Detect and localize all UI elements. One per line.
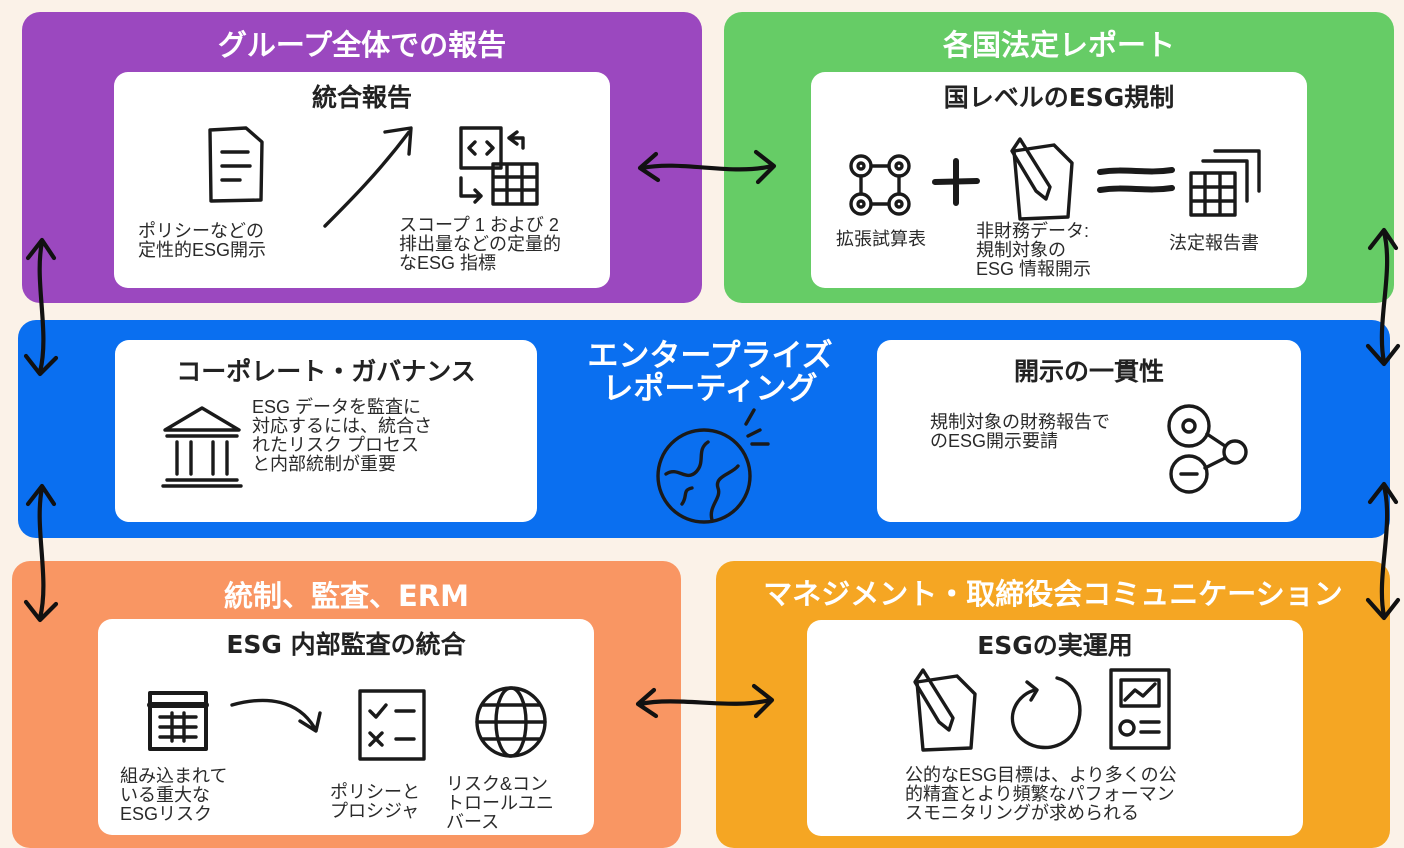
- statutory-report-label: 法定報告書: [1169, 233, 1259, 253]
- country-regulation-card: 国レベルのESG規制 拡張試算表 非財務データ: 規制対象の ESG 情報開示 …: [811, 72, 1307, 288]
- group-reporting-panel: グループ全体での報告 統合報告 ポリシーなどの 定性的ESG開示 スコープ 1 …: [22, 12, 702, 303]
- disclosure-consistency-title: 開示の一貫性: [1013, 357, 1164, 386]
- management-board-panel: マネジメント・取締役会コミュニケーション ESGの実運用 公的なESG目標は、よ…: [716, 561, 1390, 848]
- control-audit-panel: 統制、監査、ERM ESG 内部監査の統合 組み込まれて いる重大な ESGリス…: [12, 561, 681, 848]
- quantitative-label: スコープ 1 および 2 排出量などの定量的 なESG 指標: [399, 215, 561, 273]
- edit-document-icon: [1010, 137, 1074, 221]
- right-lower-vertical-arrow: [1365, 481, 1401, 621]
- checklist-icon: [358, 689, 426, 761]
- enterprise-reporting-title: エンタープライズ レポーティング: [587, 338, 833, 407]
- code-table-icon: [459, 126, 539, 206]
- edit-document-icon: [913, 668, 977, 752]
- network-icon: [849, 154, 911, 216]
- disclosure-consistency-card: 開示の一貫性 規制対象の財務報告で のESG開示要請: [877, 340, 1301, 522]
- trial-balance-label: 拡張試算表: [836, 229, 926, 249]
- globe-icon: [656, 408, 770, 524]
- share-node-icon: [1167, 404, 1248, 494]
- country-regulation-title: 国レベルのESG規制: [943, 83, 1175, 112]
- management-board-title: マネジメント・取締役会コミュニケーション: [763, 577, 1343, 611]
- internal-audit-title: ESG 内部監査の統合: [226, 630, 466, 659]
- nonfinancial-label: 非財務データ: 規制対象の ESG 情報開示: [976, 221, 1092, 279]
- trend-arrow-icon: [323, 126, 413, 228]
- embedded-risks-label: 組み込まれて いる重大な ESGリスク: [120, 766, 228, 824]
- corporate-governance-card: コーポレート・ガバナンス ESG データを監査に 対応するには、統合さ れたリス…: [115, 340, 537, 522]
- policy-procedure-label: ポリシーと プロシジャ: [330, 782, 420, 821]
- esg-operations-card: ESGの実運用 公的なESG目標は、より多くの公 的精査とより頻繁なパフォーマン…: [807, 620, 1303, 836]
- plus-icon: [932, 158, 980, 206]
- qualitative-label: ポリシーなどの 定性的ESG開示: [138, 221, 267, 260]
- statutory-reporting-panel: 各国法定レポート 国レベルのESG規制 拡張試算表 非財務データ: 規制対象の …: [724, 12, 1394, 303]
- bank-icon: [161, 406, 243, 488]
- left-lower-vertical-arrow: [23, 483, 59, 623]
- document-icon: [208, 126, 264, 203]
- left-upper-vertical-arrow: [23, 237, 59, 377]
- esg-operations-text: 公的なESG目標は、より多くの公 的精査とより頻繁なパフォーマン スモニタリング…: [905, 765, 1177, 823]
- statutory-reporting-title: 各国法定レポート: [942, 28, 1175, 62]
- control-audit-title: 統制、監査、ERM: [224, 579, 469, 613]
- group-reporting-title: グループ全体での報告: [217, 28, 507, 62]
- report-chart-icon: [1109, 668, 1171, 750]
- right-upper-vertical-arrow: [1365, 227, 1401, 367]
- esg-operations-title: ESGの実運用: [977, 631, 1133, 660]
- bottom-horizontal-arrow: [635, 683, 775, 719]
- refresh-circle-icon: [1010, 676, 1082, 750]
- world-icon: [475, 686, 547, 758]
- tables-icon: [1189, 149, 1261, 217]
- consistency-text: 規制対象の財務報告で のESG開示要請: [930, 412, 1110, 451]
- flow-arrow-icon: [230, 698, 322, 733]
- calendar-grid-icon: [147, 691, 209, 751]
- governance-text: ESG データを監査に 対応するには、統合さ れたリスク プロセス と内部統制が…: [252, 397, 432, 474]
- risk-universe-label: リスク&コン トロールユニ バース: [446, 774, 554, 832]
- equals-icon: [1097, 167, 1175, 193]
- integrated-reporting-card: 統合報告 ポリシーなどの 定性的ESG開示 スコープ 1 および 2 排出量など…: [114, 72, 610, 288]
- top-horizontal-arrow: [637, 149, 777, 185]
- corporate-governance-title: コーポレート・ガバナンス: [176, 357, 476, 386]
- integrated-reporting-title: 統合報告: [311, 83, 412, 112]
- internal-audit-card: ESG 内部監査の統合 組み込まれて いる重大な ESGリスク ポリシーと プロ…: [98, 619, 594, 835]
